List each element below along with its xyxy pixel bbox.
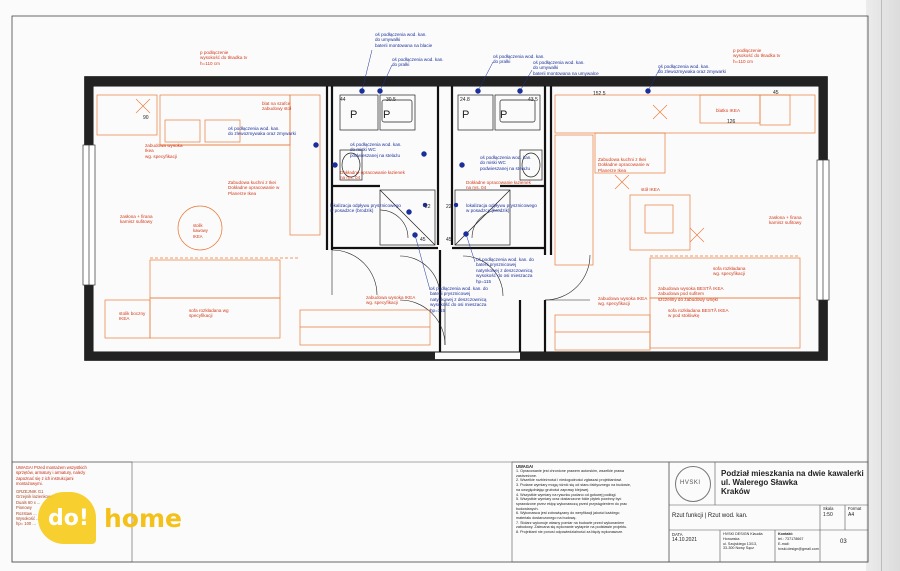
dim-1: 44	[340, 97, 346, 103]
note-bathroom-right: Dokładne opracowanie łazienek na rys. 04	[466, 180, 531, 191]
ceiling-lamps	[135, 98, 705, 243]
scan-edge-line	[881, 0, 882, 571]
contact-info: tel.: 737178667 E-mail: hvski.design@gma…	[778, 537, 819, 551]
notes-list: 1. Opracowanie jest chronione prawem aut…	[516, 469, 631, 535]
note-washer-left: oś podłączenia wod. kan. do pralki	[392, 57, 444, 68]
svg-text:P: P	[383, 109, 390, 121]
dim-3: 24.8	[460, 97, 470, 103]
sheet-border	[11, 15, 869, 563]
dim-7: 22	[446, 204, 452, 210]
note-tall-cabinet-left: zabudowa wysoka Ikea wg. specyfikacji	[145, 143, 183, 159]
date-label: DATA	[672, 532, 683, 537]
note-tv-right: p podłączenie wysokość do tłnadka tv h=1…	[733, 48, 781, 64]
svg-text:P: P	[462, 109, 469, 121]
note-coffee-table: stolik kawowy IKEA	[193, 223, 208, 239]
studio-info: HVSKI DESIGN Klaudia Horowska ul. Szujsk…	[723, 532, 763, 551]
note-kitchen-sink-left: oś podłączenia wod. kan. do zlewozmywaka…	[228, 126, 296, 137]
note-table: stół IKEA	[641, 187, 660, 192]
note-besta-cabinet: zabudowa wysoka BESTÅ IKEA zabudowa pod …	[658, 286, 724, 302]
warning-text: UWAGA! Przed montażem wszystkich sprzętó…	[16, 465, 87, 487]
note-drain-right: lokalizacja odpływu prysznicowego w posa…	[466, 203, 537, 214]
note-sofa-left: sofa rozkładana wg specyfikacji	[189, 308, 229, 319]
bathroom-fixtures	[339, 94, 543, 246]
note-wc-right: oś podłączenia wod. kan. do miski WC pod…	[480, 155, 532, 171]
dim-4: 43.5	[528, 97, 538, 103]
dim-5: 152.5	[593, 91, 606, 97]
notes-heading: UWAGA!	[516, 464, 534, 469]
title-block-grid	[11, 461, 869, 563]
svg-text:P: P	[350, 109, 357, 121]
watermark-logo: do! home	[38, 492, 188, 544]
note-countertop: blat na szafce zabudowy stoł	[262, 101, 292, 112]
note-tall-cabinet-right: zabudowa wysoka IKEA wg. specyfikacji	[598, 296, 648, 307]
dim-11: 90	[143, 115, 149, 121]
note-kitchen-right: Zabudowa kuchni z Ikei Dokładne opracowa…	[598, 157, 650, 173]
note-tv-left: p podłączenie wysokość do tłnadka tv h=1…	[200, 50, 248, 66]
note-wc-left: oś podłączenia wod. kan. do miski WC pod…	[350, 142, 402, 158]
studio-logo: HVSKI	[680, 480, 701, 486]
note-shower-right: oś podłączenia wod. kan. do baterii prys…	[476, 257, 534, 284]
dim-10: 126	[727, 119, 736, 125]
logo-mark-text: do!	[48, 506, 89, 531]
dim-8: 45	[420, 237, 426, 243]
left-furniture	[96, 94, 431, 346]
date-value: 14.10.2021	[672, 537, 698, 543]
drawing-name: Rzut funkcji | Rzut wod. kan.	[672, 513, 748, 519]
note-sofa-right: sofa rozkładana wg. specyfikacji	[713, 266, 746, 277]
note-side-table: stolik boczny IKEA	[119, 311, 146, 322]
dim-12: 45	[773, 90, 779, 96]
note-kitchen-left: Zabudowa kuchni z Ikei Dokładne opracowa…	[228, 180, 280, 196]
sheet-number: 03	[840, 539, 847, 545]
project-title: Podział mieszkania na dwie kawalerki ul.…	[721, 469, 864, 496]
note-sink-left: oś podłączenia wod. kan. do umywalki bat…	[375, 32, 433, 48]
dim-6: 22	[425, 204, 431, 210]
note-sink-right: oś podłączenia wod. kan. do umywalki bat…	[533, 60, 599, 76]
note-washer-right: oś podłączenia wod. kan. do pralki	[493, 54, 545, 65]
door-swings	[331, 209, 591, 346]
logo-mark-icon: do!	[38, 492, 96, 544]
svg-text:P: P	[500, 109, 507, 121]
note-drain-left: lokalizacja odpływu prysznicowego w posa…	[330, 203, 401, 214]
note-kitchen-sink-right: oś podłączenia wod. kan. do zlewozmywaka…	[658, 64, 726, 75]
studio-logo-circle	[675, 466, 711, 502]
format-value: A4	[848, 512, 855, 518]
note-curtain-right: zasłona + firana karnisz sufitowy	[769, 215, 802, 226]
logo-word: home	[104, 504, 182, 533]
scan-edge	[866, 0, 900, 571]
note-countertop-right: blatko IKEA	[716, 108, 741, 113]
radiator-spec: GRZEJNIK G1 Grzejnik łazienkowy Duals 60…	[16, 489, 54, 527]
format-label: Format	[848, 506, 862, 511]
scale-label: Skala	[823, 506, 834, 511]
note-shower-left: oś podłączenia wod. kan. do baterii prys…	[430, 286, 488, 313]
scale-value: 1:50	[823, 512, 833, 518]
contact-label: Kontakt:	[778, 532, 793, 536]
dim-2: 30.5	[386, 97, 396, 103]
windows	[82, 144, 830, 301]
note-curtain-left: zasłona + firana karnisz sufitowy	[120, 214, 153, 225]
water-points	[313, 49, 661, 291]
note-besta-sofa: sofa rozkładana BESTÅ IKEA w pod stołówk…	[668, 308, 729, 319]
note-tall-cabinet-hall: zabudowa wysoka IKEA wg. specyfikacji	[366, 295, 416, 306]
dim-9: 45	[446, 237, 452, 243]
bathroom-labels: P P P P	[350, 109, 507, 121]
right-furniture	[554, 94, 816, 351]
interior-walls	[325, 86, 553, 352]
note-bathroom-left: Dokładne opracowanie łazienek na rys. 04	[340, 170, 405, 181]
